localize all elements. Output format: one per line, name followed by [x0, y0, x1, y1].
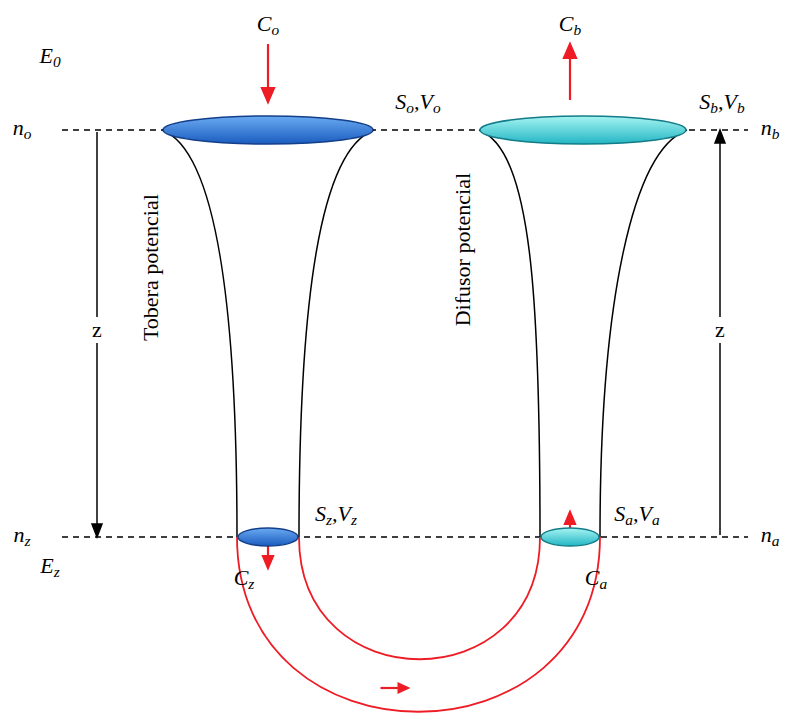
- level-label: nz: [14, 522, 31, 547]
- subscript: z: [351, 511, 357, 528]
- section-ellipse: [540, 527, 600, 547]
- subscript: b: [772, 125, 780, 142]
- section-label: Sa,Va: [614, 501, 659, 526]
- connector-line: [237, 537, 600, 712]
- section-ellipse-shape: [238, 528, 298, 546]
- subscript: o: [433, 99, 441, 116]
- arrow-head: [565, 512, 575, 524]
- connector-line: [299, 130, 374, 537]
- connector-line: [162, 130, 237, 537]
- flow-label: Co: [257, 11, 279, 36]
- nozzle-section: So,Vo: [162, 115, 374, 145]
- section-label: Sz,Vz: [315, 501, 357, 526]
- section-label: Sb,Vb: [699, 89, 744, 114]
- section-label: So,Vo: [395, 89, 440, 114]
- energy-label: E0: [39, 43, 60, 68]
- nozzle-section: Sz,Vz: [237, 527, 299, 547]
- level-line: [62, 130, 748, 537]
- level-label: na: [761, 522, 780, 547]
- subscript: 0: [53, 53, 61, 70]
- arrow-head: [564, 44, 576, 58]
- flow-label: Ca: [585, 565, 607, 590]
- subscript: o: [24, 125, 32, 142]
- flow-arrow-co: [267, 44, 269, 90]
- arrow-head: [715, 130, 725, 143]
- subscript: z: [54, 563, 60, 580]
- section-ellipse-shape: [480, 116, 686, 144]
- level-label: nb: [761, 115, 780, 140]
- subscript: o: [406, 99, 414, 116]
- subscript: b: [573, 21, 581, 38]
- connector-line: [479, 130, 540, 537]
- energy-label: Ez: [40, 553, 59, 578]
- nozzle-section: Sb,Vb: [479, 115, 687, 145]
- section-ellipse-shape: [163, 116, 373, 144]
- section-ellipse-shape: [541, 528, 599, 546]
- height-label: z: [90, 317, 104, 342]
- arrow-head: [262, 88, 274, 102]
- height-arrow: [92, 130, 725, 537]
- subscript: z: [248, 575, 254, 592]
- subscript: z: [25, 532, 31, 549]
- arrow-head: [398, 682, 411, 694]
- subscript: b: [710, 99, 718, 116]
- subscript: a: [599, 575, 607, 592]
- flow-label: Cb: [559, 11, 581, 36]
- part-name: Tobera potencial: [137, 195, 162, 342]
- arrow-head: [263, 556, 273, 568]
- nozzle-wall: [299, 130, 374, 537]
- section-ellipse: [162, 115, 374, 145]
- subscript: a: [772, 532, 780, 549]
- subscript: a: [625, 511, 633, 528]
- section-ellipse: [479, 115, 687, 145]
- part-name: Difusor potencial: [450, 173, 475, 326]
- nozzle-wall: [162, 130, 237, 537]
- height-label: z: [713, 317, 727, 342]
- subscript: b: [737, 99, 745, 116]
- level-line-bottom: [62, 536, 748, 537]
- subscript: a: [652, 511, 660, 528]
- subscript: z: [326, 511, 332, 528]
- arrow-head: [92, 524, 102, 537]
- nozzle-section: Sa,Va: [540, 527, 600, 547]
- flow-arrow-cb: [569, 56, 571, 100]
- flow-label: Cz: [234, 565, 255, 590]
- nozzle-wall: [600, 130, 687, 537]
- section-ellipse: [237, 527, 299, 547]
- level-label: no: [13, 115, 32, 140]
- connector-line: [600, 130, 687, 537]
- subscript: o: [271, 21, 279, 38]
- return-duct: [237, 537, 600, 712]
- nozzle-wall: [479, 130, 540, 537]
